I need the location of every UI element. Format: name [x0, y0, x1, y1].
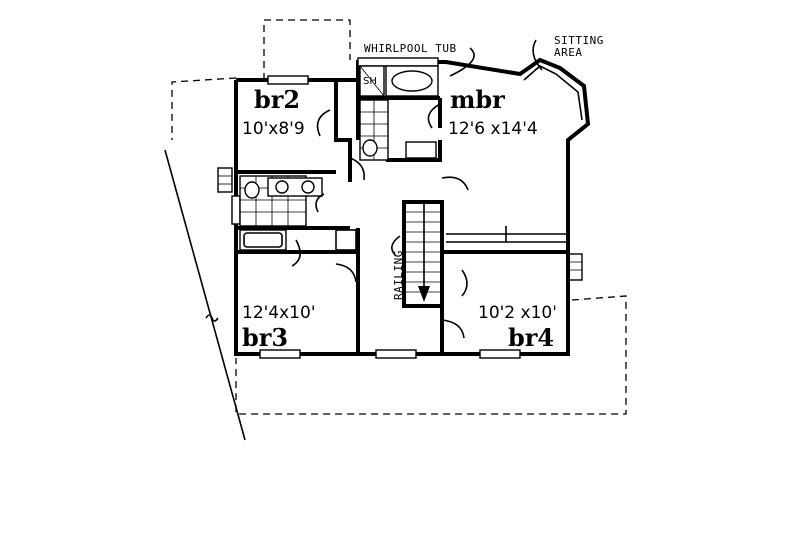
callout-arrows: [391, 39, 543, 257]
br3-name: br3: [242, 323, 288, 352]
chimney-left: [217, 167, 233, 193]
door-swings: [291, 103, 469, 339]
master-bath-tile: [359, 99, 437, 161]
hall-bathtub: [239, 229, 287, 251]
br4-name: br4: [508, 323, 554, 352]
shower: [359, 65, 385, 97]
br2-size: 10'x8'9: [242, 119, 305, 139]
staircase: [406, 204, 440, 302]
property-line: [164, 149, 246, 441]
roof-outline: [171, 19, 627, 415]
whirlpool-tub-label: WHIRLPOOL TUB: [364, 42, 457, 55]
shower-label: SH: [363, 76, 377, 87]
br2-name: br2: [254, 85, 300, 114]
windows: [231, 57, 589, 359]
sitting-area-label-1: SITTING: [554, 34, 604, 47]
br3-size: 12'4x10': [242, 303, 316, 323]
chimney-right: [567, 253, 583, 281]
br4-size: 10'2 x10': [478, 303, 557, 323]
hall-bath-tile: [239, 175, 323, 227]
sitting-area-label-2: AREA: [554, 46, 583, 59]
interior-walls: [236, 80, 568, 354]
whirlpool-tub: [385, 65, 439, 97]
mbr-name: mbr: [450, 85, 505, 114]
mbr-size: 12'6 x14'4: [448, 119, 538, 139]
railing-label: RAILING: [392, 250, 405, 300]
